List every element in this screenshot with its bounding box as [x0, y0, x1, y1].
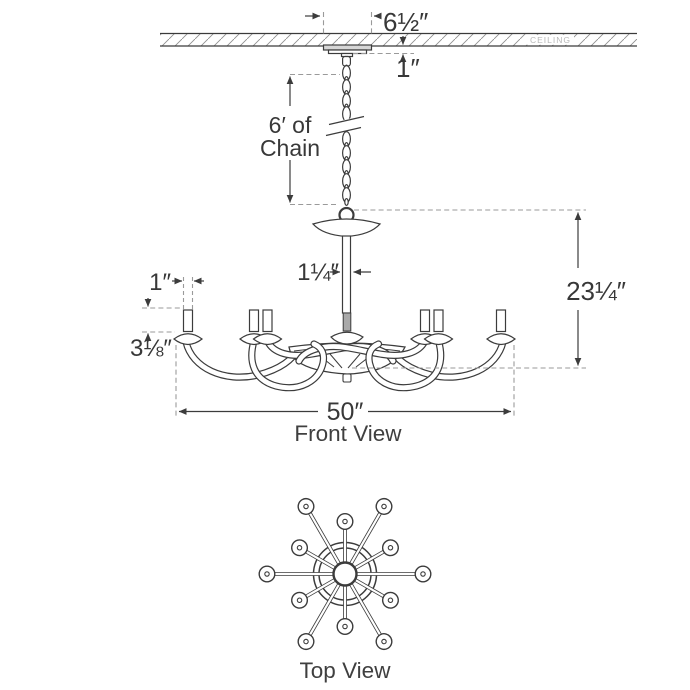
fixture-top-view: Top View [257, 493, 433, 683]
dim-candle-width-label: 1″ [149, 269, 171, 296]
dim-stem-width: 1¼″ [297, 259, 371, 286]
canopy [322, 44, 373, 67]
dim-candle-width: 1″ [149, 269, 204, 310]
dim-chain-length-label-1: 6′ of [269, 112, 312, 138]
front-view-title: Front View [294, 421, 402, 446]
chain [342, 64, 352, 207]
woven-arms [248, 337, 445, 392]
dim-overall-width-label: 50″ [327, 398, 364, 426]
dim-canopy-width: 6½″ [305, 7, 428, 37]
dim-chain-length-label-2: Chain [260, 135, 320, 161]
dim-chain-length: 6′ of Chain [260, 73, 340, 206]
dim-body-height-label: 23¼″ [566, 276, 626, 306]
ceiling-band: CEILING [160, 32, 637, 47]
chain-break-symbol [325, 115, 365, 137]
fixture-front [173, 206, 516, 392]
stem-collar [342, 312, 352, 332]
dim-canopy-width-label: 6½″ [383, 7, 428, 37]
center-hub [332, 561, 358, 587]
dim-stem-width-label: 1¼″ [297, 259, 339, 286]
dim-candle-height: 3⅛″ [130, 298, 183, 362]
stem [341, 235, 352, 314]
stem-bobeche [330, 331, 364, 345]
finial [342, 373, 352, 383]
dim-canopy-height: 1″ [353, 36, 420, 83]
top-view-title: Top View [300, 658, 392, 683]
dim-candle-height-label: 3⅛″ [130, 335, 172, 362]
dimension-annotations: 6½″ 1″ 6′ of Chain 1¼″ [130, 7, 626, 446]
ceiling-label: CEILING [530, 35, 571, 45]
saucer [311, 218, 382, 238]
dim-body-height: 23¼″ [352, 209, 626, 369]
dim-overall-width: 50″ [175, 345, 515, 426]
ceiling-label-bg [527, 34, 574, 45]
dim-canopy-height-label: 1″ [396, 53, 420, 83]
